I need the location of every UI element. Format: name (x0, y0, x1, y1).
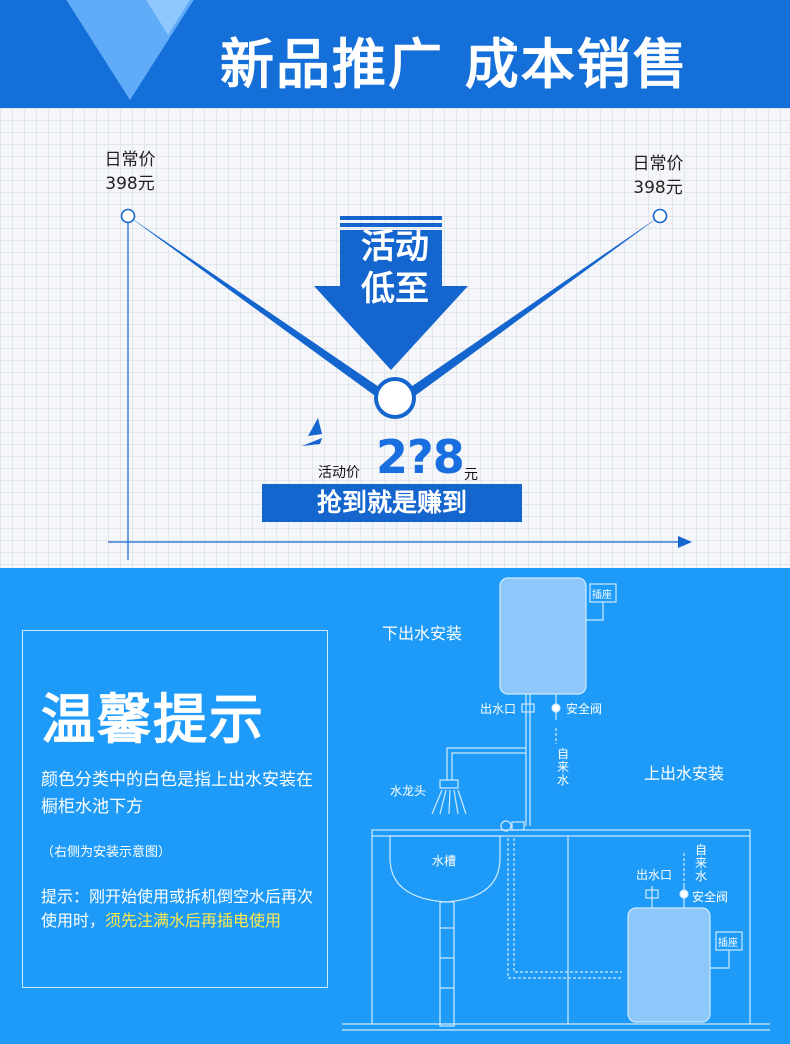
label-outlet-lower: 出水口 (636, 868, 673, 882)
regular-price-right: 日常价 398元 (632, 154, 684, 198)
tip-title: 温馨提示 (41, 688, 265, 751)
label-socket-upper: 插座 (592, 590, 612, 601)
label-valve-upper: 安全阀 (566, 702, 603, 716)
slogan-bar (262, 484, 522, 522)
label-socket-lower: 插座 (718, 938, 738, 949)
label-tap-water-lower: 自来水 (694, 843, 707, 883)
sale-price-value: 2?8 (376, 430, 465, 484)
label-bottom-install: 下出水安装 (382, 624, 463, 643)
sale-price-unit: 元 (464, 467, 478, 483)
sale-price-label: 活动价 (318, 465, 360, 481)
label-sink: 水槽 (432, 854, 457, 868)
tips-section: 温馨提示 颜色分类中的白色是指上出水安装在橱柜水池下方 （右侧为安装示意图） 提… (0, 568, 790, 1044)
slogan-text: 抢到就是赚到 (316, 488, 467, 517)
regular-price-left: 日常价 398元 (104, 150, 156, 194)
down-arrow-icon (314, 230, 468, 370)
banner-title: 新品推广 成本销售 (220, 33, 689, 96)
start-point-icon (120, 208, 136, 224)
arrow-caption: 活动 低至 (361, 227, 429, 309)
installation-diagram (342, 577, 770, 1031)
decor-triangle-small (140, 0, 196, 35)
label-valve-lower: 安全阀 (692, 890, 729, 904)
tip-color-note: 颜色分类中的白色是指上出水安装在橱柜水池下方 (41, 770, 313, 817)
heater-bottom-outlet (499, 577, 587, 695)
lowest-point-icon (374, 377, 416, 419)
price-section: 日常价 398元 日常价 398元 活动 低至 活动价 2?8 元 抢到就是赚到 (0, 108, 790, 568)
tip-diagram-note: （右侧为安装示意图） (41, 845, 172, 860)
price-drop-graphic (108, 208, 692, 560)
tip-warning-highlight: 须先注满水后再插电使用 (105, 911, 282, 930)
label-faucet: 水龙头 (390, 784, 427, 798)
tip-box: 温馨提示 颜色分类中的白色是指上出水安装在橱柜水池下方 （右侧为安装示意图） 提… (22, 630, 328, 988)
tip-warning: 提示：刚开始使用或拆机倒空水后再次使用时，须先注满水后再插电使用 (41, 887, 314, 930)
label-top-install: 上出水安装 (644, 764, 725, 783)
header-banner: 新品推广 成本销售 (0, 0, 790, 108)
end-point-icon (652, 208, 668, 224)
axis-arrow-icon (678, 536, 692, 548)
label-tap-water-upper: 自来水 (556, 747, 569, 787)
label-outlet-upper: 出水口 (480, 702, 517, 716)
heater-top-outlet (627, 907, 711, 1023)
